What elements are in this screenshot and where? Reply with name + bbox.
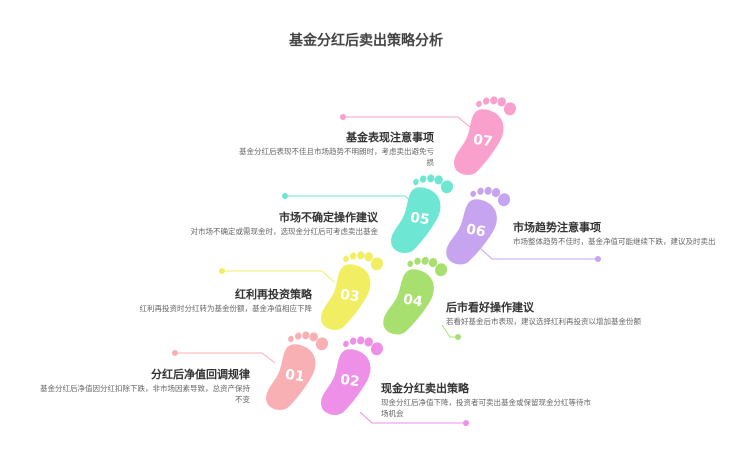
connector-05	[285, 195, 416, 206]
connector-02	[359, 411, 466, 424]
step-01-desc: 基金分红后净值因分红扣除下跌，非市场因素导致，总资产保持不变	[40, 384, 250, 404]
step-02-desc: 现金分红后净值下降，投资者可卖出基金或保留现金分红等待市场机会	[381, 398, 591, 418]
step-07-desc: 基金分红后表现不佳且市场趋势不明朗时，考虑卖出避免亏损	[239, 147, 434, 167]
svg-text:07: 07	[472, 132, 494, 151]
footprint-03: 03	[317, 244, 386, 339]
svg-text:04: 04	[402, 291, 424, 310]
footprint-06: 06	[442, 178, 513, 274]
step-04-heading: 后市看好操作建议	[446, 301, 534, 314]
connector-04	[441, 324, 455, 338]
svg-text:03: 03	[339, 287, 361, 306]
connector-lines	[175, 116, 598, 424]
connector-03	[222, 270, 335, 283]
step-07-heading: 基金表现注意事项	[346, 131, 434, 144]
step-03-desc: 红利再投资时分红转为基金份额，基金净值相应下降	[139, 304, 313, 313]
svg-text:01: 01	[284, 367, 306, 386]
step-06-heading: 市场趋势注意事项	[513, 221, 601, 234]
footprint-01: 01	[262, 324, 331, 419]
svg-text:06: 06	[465, 221, 487, 240]
svg-text:02: 02	[339, 372, 361, 391]
step-01-heading: 分红后净值回调规律	[151, 368, 250, 381]
page-title: 基金分红后卖出策略分析	[289, 33, 443, 49]
connector-06	[479, 247, 598, 260]
step-05-desc: 对市场不确定或需现金时，选现金分红后可考虑卖出基金	[190, 227, 379, 236]
step-03-heading: 红利再投资策略	[235, 288, 312, 301]
footprint-02: 02	[317, 329, 386, 424]
svg-text:05: 05	[409, 210, 431, 229]
step-02-heading: 现金分红卖出策略	[381, 382, 469, 395]
footprint-05: 05	[387, 167, 456, 262]
connector-01	[175, 352, 276, 364]
connector-07	[343, 116, 471, 128]
step-05-heading: 市场不确定操作建议	[279, 211, 378, 224]
footprint-04: 04	[379, 248, 450, 344]
step-06-desc: 市场整体趋势不佳时，基金净值可能继续下跌，建议及时卖出	[513, 237, 716, 246]
connector-dots	[172, 114, 601, 426]
step-04-desc: 若看好基金后市表现，建议选择红利再投资以增加基金份额	[446, 317, 641, 326]
footprint-07: 07	[450, 89, 519, 184]
